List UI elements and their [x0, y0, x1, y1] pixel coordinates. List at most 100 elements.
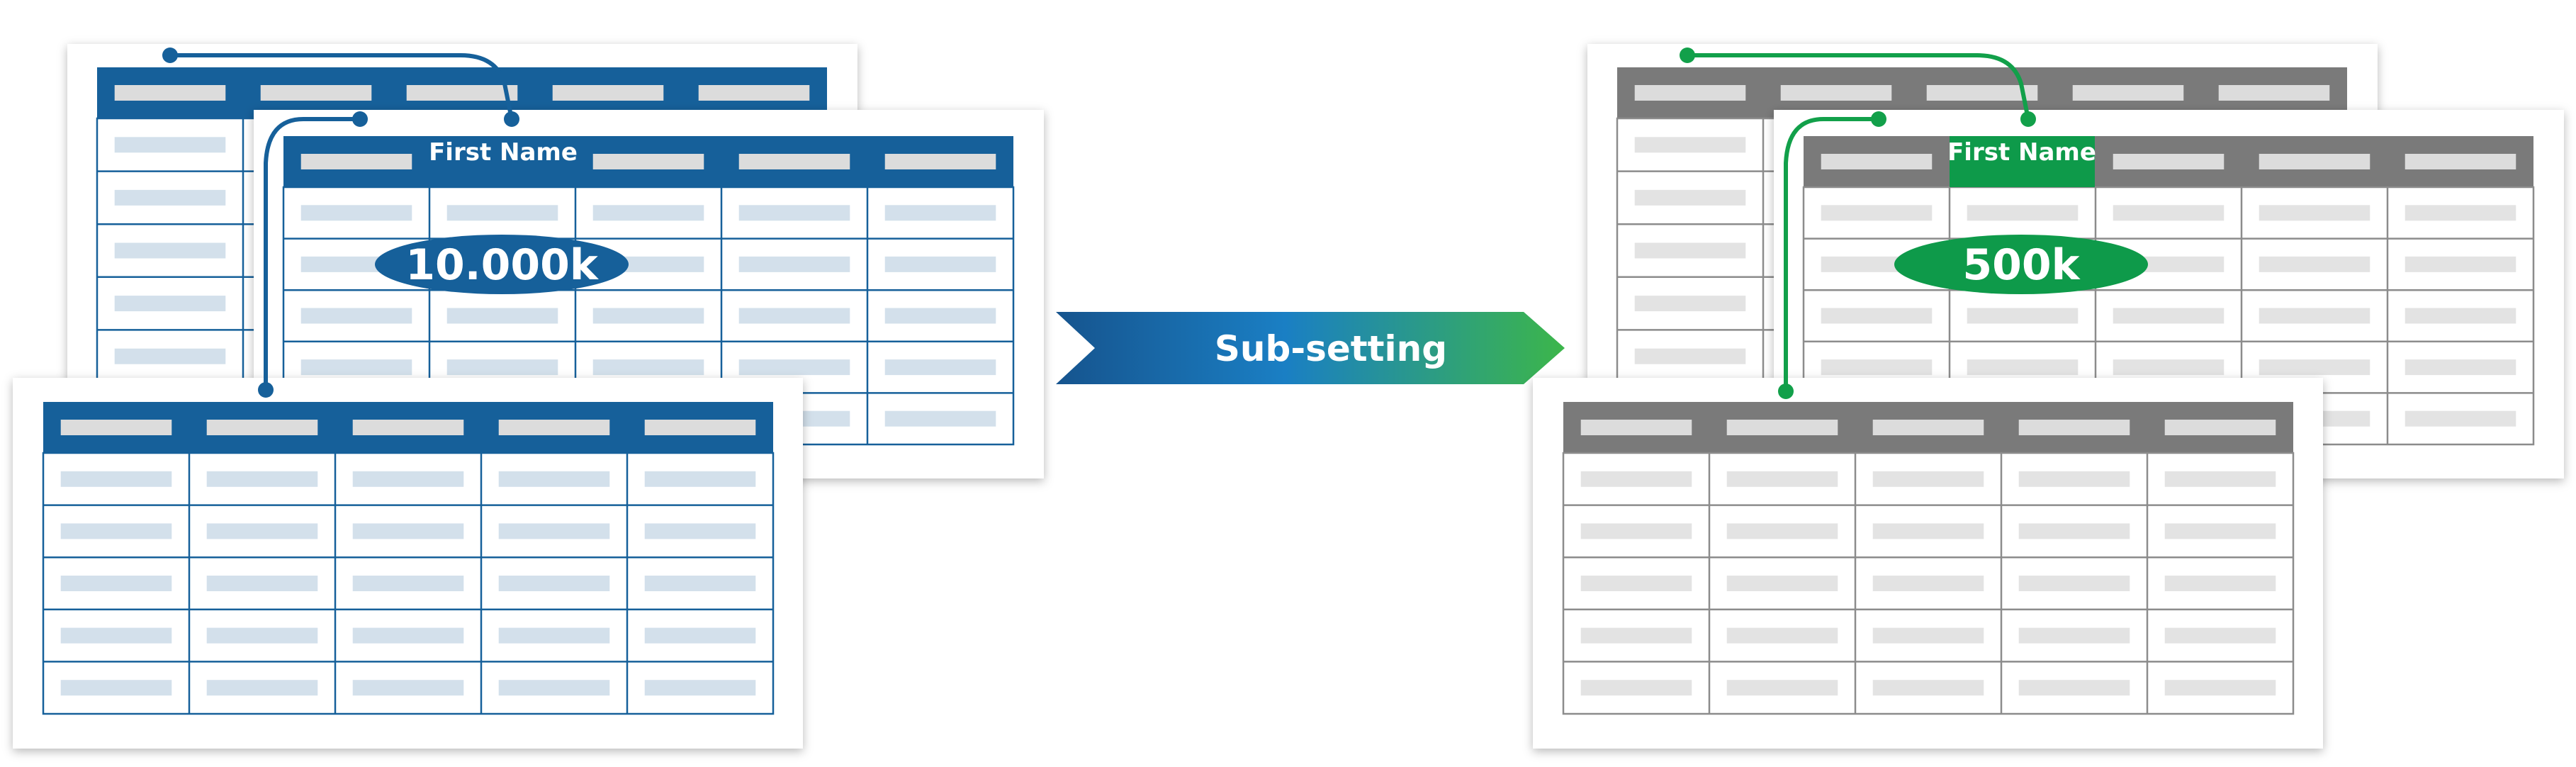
cell-placeholder — [1580, 471, 1692, 487]
cell-placeholder — [2018, 523, 2130, 539]
source-database: First Name 10.000k — [13, 44, 1044, 749]
header-placeholder — [300, 154, 412, 169]
cell-placeholder — [206, 627, 318, 644]
cell-placeholder — [352, 627, 464, 644]
header-placeholder — [1872, 420, 1984, 435]
cell-placeholder — [2018, 471, 2130, 487]
cell-placeholder — [300, 359, 412, 376]
cell-placeholder — [2018, 576, 2130, 591]
cell-placeholder — [1872, 471, 1984, 487]
header-placeholder — [1726, 420, 1838, 435]
cell-placeholder — [498, 471, 610, 487]
cell-placeholder — [1872, 680, 1984, 696]
cell-placeholder — [1580, 627, 1692, 644]
cell-placeholder — [644, 523, 756, 539]
header-placeholder — [60, 420, 172, 435]
cell-placeholder — [2259, 256, 2370, 272]
source-header-first-name: First Name — [429, 138, 578, 167]
cell-placeholder — [2164, 523, 2276, 539]
header-placeholder — [2164, 420, 2276, 435]
cell-placeholder — [206, 471, 318, 487]
cell-placeholder — [60, 576, 172, 591]
source-table-front — [13, 378, 803, 749]
cell-placeholder — [2259, 205, 2370, 221]
header-placeholder — [1926, 85, 2038, 101]
arrow-label: Sub-setting — [1215, 328, 1447, 369]
header-placeholder — [1821, 154, 1933, 169]
cell-placeholder — [2405, 410, 2516, 427]
cell-placeholder — [738, 205, 850, 221]
cell-placeholder — [884, 308, 996, 324]
cell-placeholder — [206, 576, 318, 591]
cell-placeholder — [206, 680, 318, 696]
cell-placeholder — [1634, 348, 1746, 364]
cell-placeholder — [1821, 308, 1933, 324]
cell-placeholder — [738, 359, 850, 376]
header-placeholder — [2259, 154, 2370, 169]
cell-placeholder — [114, 296, 226, 312]
subset-database: First Name 500k — [1533, 44, 2564, 749]
cell-placeholder — [2018, 627, 2130, 644]
cell-placeholder — [884, 256, 996, 272]
cell-placeholder — [114, 189, 226, 206]
cell-placeholder — [2405, 359, 2516, 376]
cell-placeholder — [114, 137, 226, 153]
header-placeholder — [114, 85, 226, 101]
cell-placeholder — [738, 256, 850, 272]
header-placeholder — [2018, 420, 2130, 435]
connector-dot — [1778, 384, 1794, 399]
cell-placeholder — [114, 242, 226, 259]
arrow-shape — [1056, 312, 1565, 384]
cell-placeholder — [884, 410, 996, 427]
cell-placeholder — [1726, 471, 1838, 487]
cell-placeholder — [1726, 627, 1838, 644]
header-placeholder — [206, 420, 318, 435]
cell-placeholder — [114, 348, 226, 364]
source-connector-back-to-middle — [168, 53, 514, 121]
header-placeholder — [406, 85, 518, 101]
cell-placeholder — [644, 680, 756, 696]
header-placeholder — [884, 154, 996, 169]
header-placeholder — [1580, 420, 1692, 435]
cell-placeholder — [2113, 359, 2225, 376]
cell-placeholder — [1580, 680, 1692, 696]
source-header-label: First Name — [429, 138, 578, 167]
cell-placeholder — [352, 576, 464, 591]
cell-placeholder — [2164, 627, 2276, 644]
cell-placeholder — [2164, 576, 2276, 591]
header-placeholder — [352, 420, 464, 435]
subset-count-badge: 500k — [1894, 235, 2148, 294]
subsetting-arrow: Sub-setting — [1056, 312, 1565, 384]
cell-placeholder — [498, 627, 610, 644]
connector-dot — [1680, 47, 1695, 63]
connector-dot — [2020, 111, 2036, 127]
cell-placeholder — [2113, 308, 2225, 324]
cell-placeholder — [352, 523, 464, 539]
cell-placeholder — [1726, 680, 1838, 696]
cell-placeholder — [2405, 205, 2516, 221]
source-count-label: 10.000k — [405, 240, 600, 290]
cell-placeholder — [2259, 308, 2370, 324]
cell-placeholder — [644, 576, 756, 591]
subset-header-label: First Name — [1947, 138, 2096, 167]
cell-placeholder — [2164, 471, 2276, 487]
cell-placeholder — [60, 471, 172, 487]
cell-placeholder — [2018, 680, 2130, 696]
cell-placeholder — [2164, 680, 2276, 696]
cell-placeholder — [2113, 205, 2225, 221]
cell-placeholder — [644, 627, 756, 644]
cell-placeholder — [446, 359, 558, 376]
subset-header-first-name: First Name — [1947, 138, 2096, 167]
subset-connector-middle-to-front — [1784, 117, 1881, 393]
source-count-badge: 10.000k — [375, 235, 629, 294]
cell-placeholder — [1634, 242, 1746, 259]
cell-placeholder — [60, 627, 172, 644]
subset-connector-back-to-middle — [1685, 53, 2030, 121]
cell-placeholder — [1580, 576, 1692, 591]
header-placeholder — [738, 154, 850, 169]
header-placeholder — [2405, 154, 2516, 169]
cell-placeholder — [1726, 576, 1838, 591]
header-placeholder — [498, 420, 610, 435]
header-placeholder — [260, 85, 372, 101]
